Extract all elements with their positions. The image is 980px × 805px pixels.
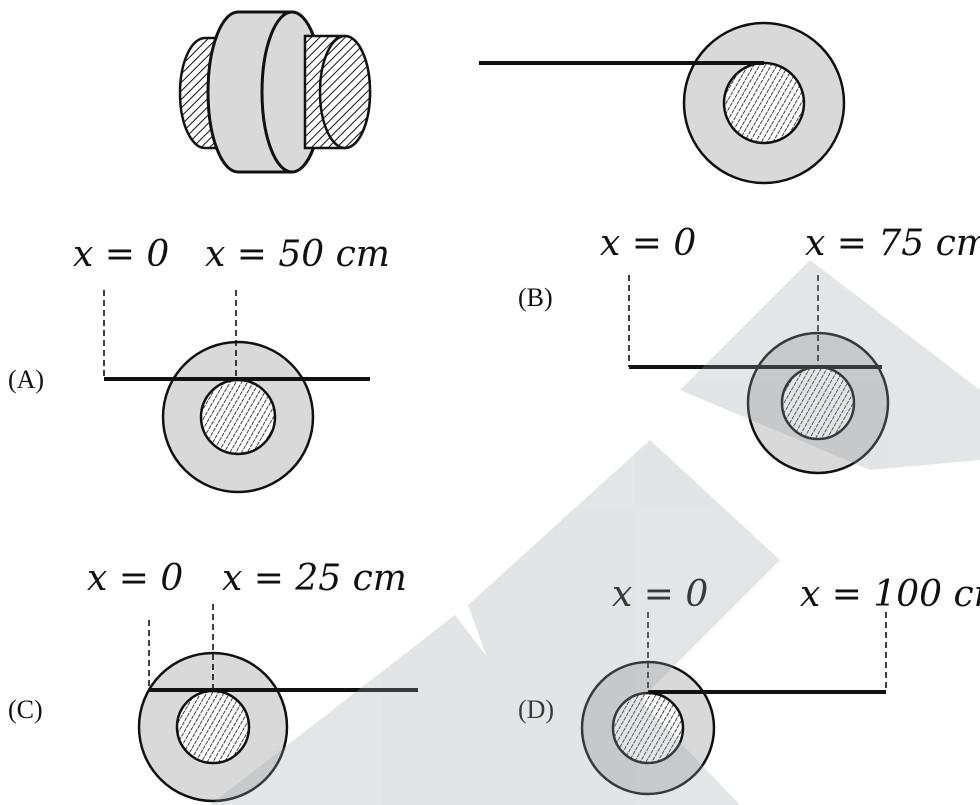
option-b-diagram [628,275,890,475]
option-c-x1-label: x = 25 cm [222,558,407,599]
option-b-x0-label: x = 0 [600,223,696,264]
option-d-x1-label: x = 100 cm [800,574,980,615]
option-a-x1-label: x = 50 cm [205,234,390,275]
option-c-x0-label: x = 0 [87,558,183,599]
spool-3d [178,10,372,174]
option-b-label: (B) [518,283,553,312]
option-b-x1-label: x = 75 cm [805,223,980,264]
option-a-label: (A) [8,365,44,394]
option-a-diagram [103,290,370,494]
option-c-diagram [137,604,418,803]
option-d-diagram [580,612,887,796]
option-c-label: (C) [8,695,43,724]
option-d-x0-label: x = 0 [612,574,708,615]
watermark-logo [210,260,980,805]
spool-side-view [479,21,846,185]
option-d-label: (D) [518,695,554,724]
option-a-x0-label: x = 0 [73,234,169,275]
